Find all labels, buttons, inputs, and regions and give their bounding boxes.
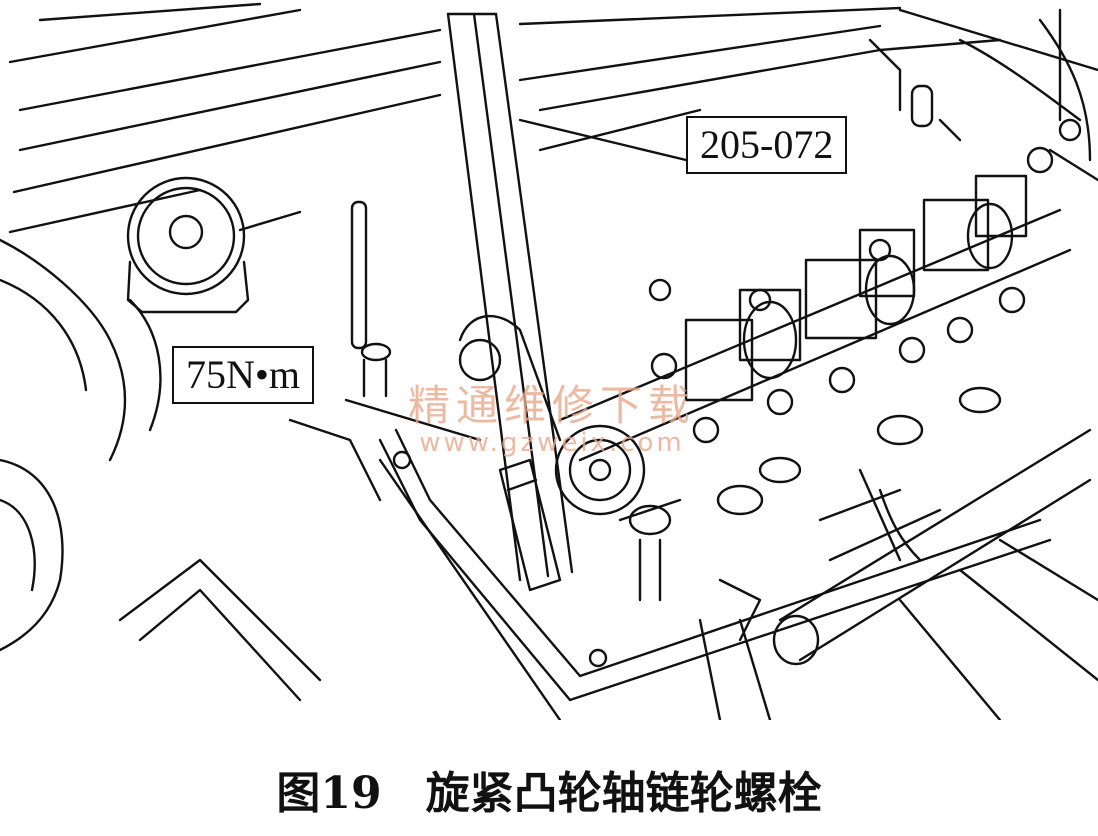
- camshaft-sprocket: [458, 315, 646, 516]
- figure-caption: 图19 旋紧凸轮轴链轮螺栓: [0, 768, 1098, 821]
- figure-number: 图19: [276, 768, 382, 819]
- oil-filler-cap: [126, 176, 302, 314]
- cylinder-head-row: [618, 386, 1002, 602]
- wrench-tool: [446, 12, 574, 592]
- camshaft-assembly: [558, 146, 1072, 462]
- watermark-text: 精通维修下载: [407, 381, 696, 430]
- figure-caption-text: 旋紧凸轮轴链轮螺栓: [425, 768, 822, 819]
- tool-callout-label: 205-072: [686, 116, 848, 174]
- torque-callout-label: 75N•m: [172, 346, 315, 404]
- tool-callout-leader: [518, 118, 688, 162]
- left-engine-structures: [0, 238, 562, 720]
- fuel-rail-hose: [698, 428, 1098, 720]
- hood-lines: [8, 2, 1098, 234]
- right-top-details: [868, 8, 1098, 182]
- dipstick-rod: [350, 200, 392, 398]
- engine-camshaft-line-drawing: [0, 2, 1098, 720]
- watermark: 精通维修下载 www.gzweix.com: [372, 381, 732, 459]
- torque-callout-leader: [344, 398, 482, 442]
- watermark-url: www.gzweix.com: [419, 428, 685, 459]
